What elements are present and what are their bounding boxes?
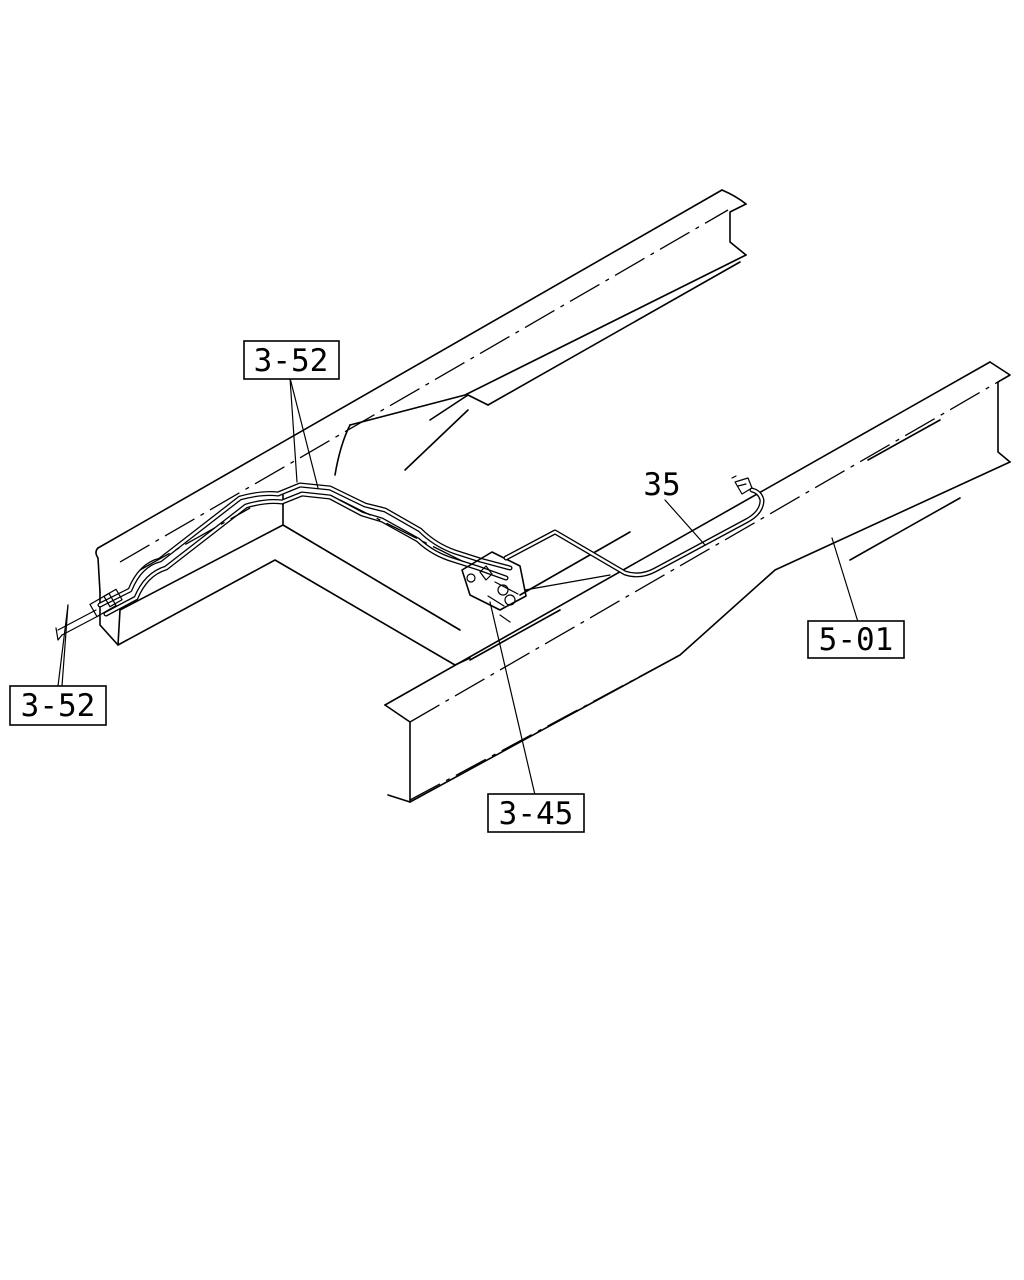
callout-5-01-text: 5-01 — [819, 622, 894, 658]
callout-3-52-top[interactable]: 3-52 — [243, 340, 340, 380]
callout-3-52-left[interactable]: 3-52 — [9, 685, 107, 726]
callout-5-01[interactable]: 5-01 — [807, 620, 905, 659]
frame-rail-left — [95, 189, 747, 593]
callout-3-52-left-text: 3-52 — [21, 688, 96, 724]
brake-pipe-assembly — [55, 475, 765, 641]
callout-3-45-text: 3-45 — [499, 796, 574, 832]
leader-lines — [57, 377, 859, 796]
callout-3-52-top-text: 3-52 — [254, 343, 329, 379]
callout-35[interactable]: 35 — [643, 467, 680, 503]
callout-35-text: 35 — [643, 467, 680, 503]
frame-rail-right — [384, 361, 1011, 803]
callout-3-45[interactable]: 3-45 — [487, 793, 585, 833]
cross-member — [99, 494, 471, 666]
